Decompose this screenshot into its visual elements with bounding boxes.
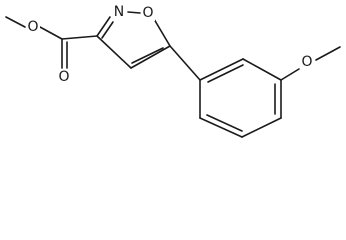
bond-benzene-1 — [199, 58, 244, 81]
bond-c5-phenyl — [169, 45, 201, 81]
bond-lines — [5, 11, 341, 138]
bond-n-o — [127, 11, 141, 14]
bond-c4-c3 — [96, 35, 132, 69]
bond-carbonyl-to-ring — [61, 35, 98, 40]
bond-aryl-methoxy-oxygen — [280, 68, 300, 81]
bond-benzene-1-inner — [207, 64, 244, 83]
atom-ring-nitrogen: N — [112, 4, 126, 20]
methoxy-oxygen-label: O — [301, 54, 312, 70]
bond-ester-oxygen-carbonyl-carbon — [39, 26, 63, 40]
carbonyl-oxygen-label: O — [58, 69, 69, 85]
bond-methyl-ester-oxygen — [5, 16, 26, 28]
bond-benzene-5 — [199, 117, 243, 138]
ring-nitrogen-label: N — [114, 4, 124, 20]
ester-oxygen-label: O — [27, 19, 38, 35]
ring-oxygen-label: O — [142, 5, 153, 21]
bond-benzene-4 — [241, 117, 282, 138]
bond-o-c5 — [153, 18, 171, 47]
atom-carbonyl-oxygen: O — [57, 69, 71, 85]
bond-benzene-5-inner — [206, 114, 243, 132]
atom-ester-oxygen: O — [26, 19, 40, 35]
atom-ring-oxygen: O — [141, 5, 155, 21]
chemical-structure-diagram: O O N O O — [5, 4, 341, 138]
bond-c5-c4-double-b — [131, 47, 164, 64]
atom-labels: O O N O O — [26, 4, 314, 85]
bond-c3-n-double-b — [101, 21, 114, 39]
bond-c3-n-double-a — [96, 16, 111, 37]
atom-methoxy-oxygen: O — [300, 54, 314, 70]
bond-methoxy-oxygen-methyl — [315, 46, 341, 61]
bond-c5-c4-double-a — [130, 45, 171, 69]
bond-benzene-2 — [242, 58, 282, 81]
